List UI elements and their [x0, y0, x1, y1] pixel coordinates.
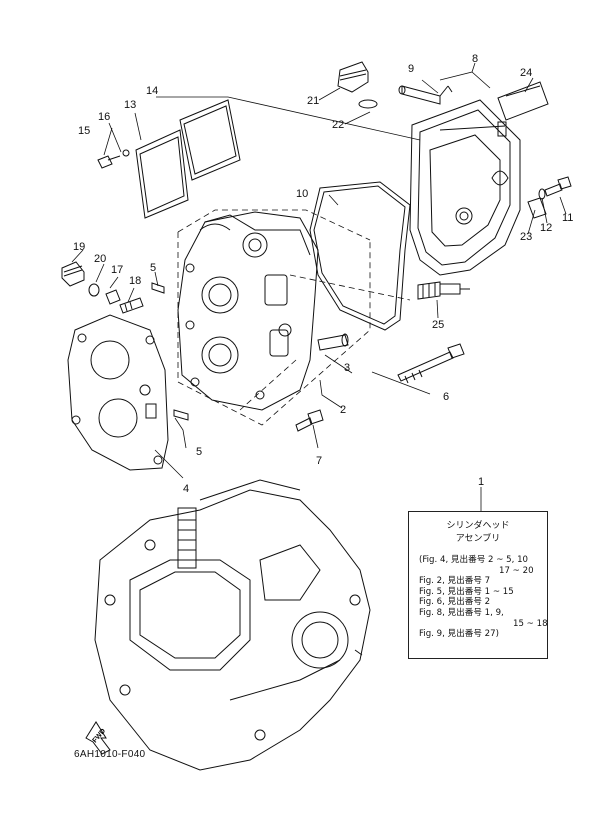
callout-11: 11: [562, 212, 573, 224]
callout-8: 8: [472, 53, 478, 65]
cover-plates: [97, 99, 241, 219]
cover-bolt: [527, 176, 572, 219]
callout-25: 25: [432, 319, 444, 331]
callout-21: 21: [307, 95, 319, 107]
callout-23: 23: [520, 231, 532, 243]
callout-5b: 5: [196, 446, 202, 458]
callout-22: 22: [332, 119, 344, 131]
callout-12: 12: [540, 222, 552, 234]
long-bolt: [397, 343, 465, 384]
callout-7: 7: [316, 455, 322, 467]
callout-3: 3: [344, 362, 350, 374]
assembly-line-4: Fig. 6, 見出番号 2: [419, 597, 491, 608]
callout-6: 6: [443, 391, 449, 403]
cylinder-block: [94, 479, 371, 771]
callout-19: 19: [73, 241, 85, 253]
callout-13: 13: [124, 99, 136, 111]
cylinder-head: [177, 211, 319, 411]
dowel-pins: [151, 282, 189, 421]
fwd-arrow: [85, 721, 111, 755]
drain-plug: [61, 261, 144, 314]
callout-20: 20: [94, 253, 106, 265]
hose-fitting: [398, 85, 453, 105]
callout-15: 15: [78, 125, 90, 137]
callout-24: 24: [520, 67, 532, 79]
callout-10: 10: [296, 188, 308, 200]
callout-5: 5: [150, 262, 156, 274]
callout-14: 14: [146, 85, 158, 97]
assembly-line-5: Fig. 8, 見出番号 1, 9,: [419, 607, 504, 618]
head-gasket: [67, 314, 169, 471]
assembly-line-2: Fig. 2, 見出番号 7: [419, 576, 491, 587]
callout-17: 17: [111, 264, 123, 276]
caution-label: [497, 81, 549, 121]
assembly-title-line2: アセンブリ: [455, 534, 501, 544]
drawing-code: 6AH1010-F040: [74, 749, 146, 760]
assembly-title-line1: シリンダヘッド: [446, 521, 510, 531]
callout-2: 2: [340, 404, 346, 416]
assembly-note-box: シリンダヘッド アセンブリ (Fig. 4, 見出番号 2 ~ 5, 10 17…: [408, 511, 548, 659]
spark-plug: [417, 281, 470, 300]
callout-numbers: 1 2 3 4 5 5 6 7 8 9 10 11 12 13 14 15 16…: [73, 53, 573, 744]
assembly-line-3: Fig. 5, 見出番号 1 ~ 15: [419, 586, 514, 597]
assembly-line-6: Fig. 9, 見出番号 27): [419, 629, 499, 640]
assembly-line-5b: 15 ~ 18: [513, 618, 548, 629]
oil-filler-cap: [337, 61, 378, 109]
callout-16: 16: [98, 111, 110, 123]
cylinder-head-cover: [409, 99, 521, 276]
anode: [317, 333, 349, 351]
short-bolt: [295, 409, 324, 432]
head-group-outline: [177, 209, 411, 426]
callout-18: 18: [129, 275, 141, 287]
callout-9: 9: [408, 63, 414, 75]
head-cover-gasket: [309, 181, 411, 331]
callout-4: 4: [183, 483, 189, 495]
assembly-line-1: (Fig. 4, 見出番号 2 ~ 5, 10: [419, 555, 529, 565]
leader-lines: [71, 62, 567, 512]
callout-1: 1: [478, 476, 484, 488]
assembly-line-1b: 17 ~ 20: [499, 565, 534, 576]
